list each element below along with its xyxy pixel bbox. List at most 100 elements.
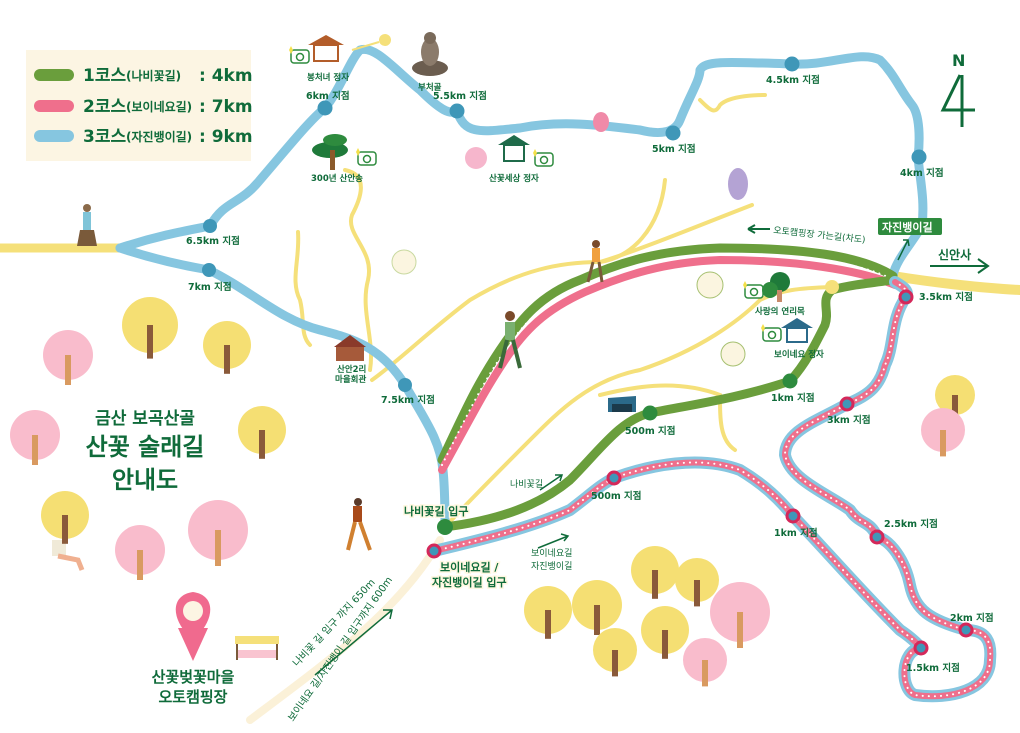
boine-direction-label-1: 보이네요길 [531,548,572,559]
jajin-badge [878,218,942,235]
checkpoint-dot [839,396,855,412]
north-arrow-icon [940,74,975,127]
campsite-name-line1: 산꽃벚꽃마을 [152,668,235,686]
svg-text:N: N [952,51,965,70]
market-stall-icon [235,636,279,660]
label-4km: 4km 지점 [900,167,944,179]
main-road-east [888,271,1020,295]
svg-text:3코스: 3코스 [83,127,126,147]
label-c2-500m: 500m 지점 [591,490,642,502]
camera-icon [356,148,377,166]
pavilion-icon [781,318,813,343]
landmark-labels: 봉처녀 정자 부처골 300년 산안송 산꽃세상 정자 산안2리 마을회관 사랑… [307,72,824,385]
svg-text:사랑의 연리목: 사랑의 연리목 [755,306,805,317]
hiker-icon [346,498,372,551]
tree-icon [593,628,637,677]
label-6km: 6km 지점 [306,90,350,102]
arrow-left-icon [747,224,770,234]
sitting-person-icon [52,540,85,571]
camping-road-label: 오토캠핑장 가는길(차도) [773,224,866,246]
checkpoint-dot [642,405,658,421]
building-icon [608,396,636,412]
label-7-5km: 7.5km 지점 [381,394,435,406]
label-c2-2-5km: 2.5km 지점 [884,518,938,530]
entrance-dot [426,543,442,559]
tree-icon [683,638,727,687]
tree-icon [41,491,89,544]
svg-text:금산 보곡산골: 금산 보곡산골 [95,409,195,429]
svg-text:2코스: 2코스 [83,97,126,117]
svg-text:부처골: 부처골 [418,82,442,93]
tree-icon [935,375,975,419]
checkpoint-dot [606,470,622,486]
label-c1-1km: 1km 지점 [771,392,815,404]
north-compass: N [940,51,975,127]
course-2-checkpoints [426,289,974,656]
boine-direction-label-2: 자진뱅이길 [531,561,572,572]
camera-icon [289,46,310,64]
checkpoint-dot [958,622,974,638]
boine-entrance-label-2: 자진뱅이길 입구 [432,575,507,589]
arrow-icon [314,609,393,676]
viewpoint-dot [825,280,839,294]
label-6-5km: 6.5km 지점 [186,235,240,247]
svg-text:산안2리: 산안2리 [337,364,366,375]
tree-icon [524,586,572,639]
checkpoint-dot [869,529,885,545]
checkpoint-dot [202,263,216,277]
legend-item-course-3: 3코스 (자진뱅이길) : 9km [34,127,253,147]
label-5-5km: 5.5km 지점 [433,90,487,102]
svg-text:1코스: 1코스 [83,66,126,86]
label-c2-1km: 1km 지점 [774,527,818,539]
course-2-upper-path [438,255,899,474]
course-1-checkpoints [437,373,798,535]
label-4-5km: 4.5km 지점 [766,74,820,86]
svg-text:안내도: 안내도 [112,466,178,494]
nabi-direction-label: 나비꽃길 [510,479,543,490]
course-3-checkpoints [202,56,927,392]
tree-icon [122,297,178,359]
tree-icon [675,558,719,607]
pine-tree-icon [312,134,348,170]
label-7km: 7km 지점 [188,281,232,293]
label-c2-2km: 2km 지점 [950,612,994,624]
svg-text:보이네요 정자: 보이네요 정자 [774,349,824,360]
campsite-name-line2: 오토캠핑장 [158,688,227,706]
legend: 1코스 (나비꽃길) : 4km 2코스 (보이네요길) : 7km 3코스 (… [26,50,253,161]
tree-icon [10,410,60,465]
side-roads [293,93,834,529]
course-1-lower-path [440,275,898,532]
tree-icon [188,500,248,566]
label-c2-1-5km: 1.5km 지점 [906,662,960,674]
arrow-icon [539,474,564,491]
svg-text:산꽃세상 정자: 산꽃세상 정자 [489,173,539,184]
tree-icon [203,321,251,374]
checkpoint-dot [449,103,465,119]
svg-text:300년 산안송: 300년 산안송 [311,173,363,184]
village-hall-icon [334,335,366,361]
checkpoint-dot [898,289,914,305]
checkpoint-labels: 6.5km 지점 7km 지점 6km 지점 5.5km 지점 5km 지점 4… [186,74,994,674]
entrance-dot [437,519,453,535]
label-5km: 5km 지점 [652,143,696,155]
arrow-icon [537,533,570,549]
tree-icon [238,406,286,459]
svg-text:봉처녀 정자: 봉처녀 정자 [307,72,349,83]
tree-icon [921,408,965,457]
tree-icon [631,546,679,599]
svg-text:마을회관: 마을회관 [335,374,366,385]
hiker-icon [77,204,97,246]
course-dotted-overlay [441,252,895,466]
svg-text:산꽃 술래길: 산꽃 술래길 [86,433,205,461]
viewpoint-dot [379,34,391,46]
distance-to-boine-label: 보이네요 길/자진뱅이 길 입구까지 600m [285,574,395,724]
checkpoint-dot [785,508,801,524]
hiker-icon [586,240,604,283]
svg-text:: 7km: : 7km [199,97,253,117]
checkpoint-dot [911,149,927,165]
arrow-right-icon [930,258,990,274]
flower-character-icon [728,168,748,200]
legend-item-course-1: 1코스 (나비꽃길) : 4km [34,66,253,86]
